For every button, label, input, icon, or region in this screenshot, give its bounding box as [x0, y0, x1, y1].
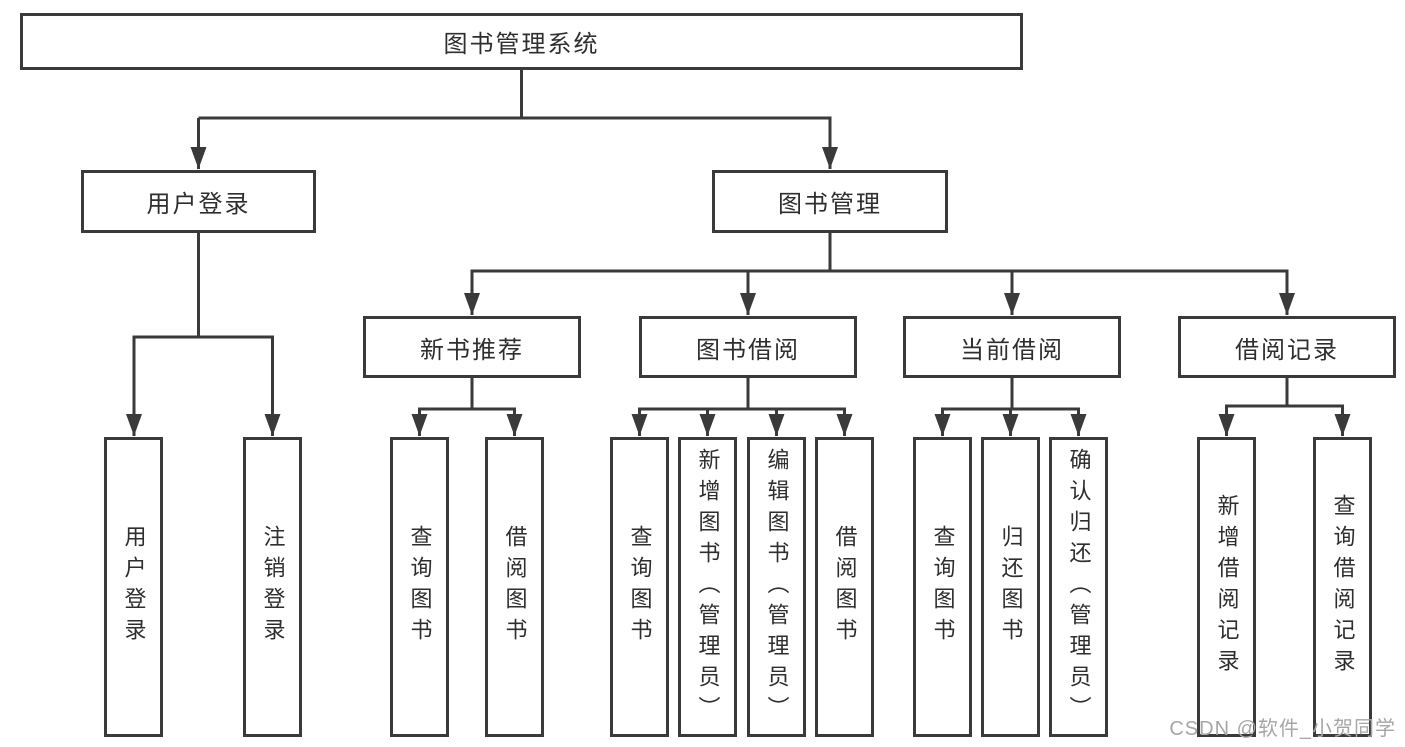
leaf-nb-query-books: 查询图书 — [390, 437, 449, 737]
leaf-user-login-label: 用户登录 — [121, 525, 147, 649]
leaf-cb-return-books: 归还图书 — [981, 437, 1040, 737]
leaf-cb-return-books-label: 归还图书 — [998, 525, 1024, 649]
node-root: 图书管理系统 — [20, 13, 1023, 70]
leaf-cb-query-books-label: 查询图书 — [930, 525, 956, 649]
node-new-book-recommend-label: 新书推荐 — [420, 336, 524, 364]
leaf-br-add-record: 新增借阅记录 — [1197, 437, 1256, 737]
edge-book-management-to-level3 — [464, 233, 1295, 315]
edge-new-book-recommend-to-leaves — [411, 378, 523, 436]
leaf-br-query-record-label: 查询借阅记录 — [1330, 494, 1356, 680]
leaf-bb-borrow-books-label: 借阅图书 — [832, 525, 858, 649]
leaf-br-query-record: 查询借阅记录 — [1313, 437, 1372, 737]
node-current-borrow: 当前借阅 — [903, 316, 1121, 378]
leaf-bb-edit-books-admin-label: 编辑图书（管理员） — [764, 447, 790, 727]
leaf-logout: 注销登录 — [243, 437, 302, 737]
leaf-bb-add-books-admin-label: 新增图书（管理员） — [695, 447, 721, 727]
leaf-logout-label: 注销登录 — [260, 525, 286, 649]
leaf-bb-query-books: 查询图书 — [610, 437, 669, 737]
leaf-cb-query-books: 查询图书 — [913, 437, 972, 737]
leaf-nb-borrow-books: 借阅图书 — [485, 437, 544, 737]
leaf-bb-edit-books-admin: 编辑图书（管理员） — [747, 437, 806, 737]
node-borrow-records-label: 借阅记录 — [1235, 336, 1339, 364]
edge-book-borrow-to-leaves — [631, 378, 853, 436]
node-borrow-records: 借阅记录 — [1178, 316, 1396, 378]
node-user-login-label: 用户登录 — [146, 191, 251, 218]
node-new-book-recommend: 新书推荐 — [363, 316, 581, 378]
node-book-borrow: 图书借阅 — [639, 316, 857, 378]
node-root-label: 图书管理系统 — [443, 31, 600, 58]
watermark: CSDN @软件_小贺同学 — [1169, 718, 1396, 740]
leaf-bb-add-books-admin: 新增图书（管理员） — [678, 437, 737, 737]
leaf-nb-borrow-books-label: 借阅图书 — [502, 525, 528, 649]
leaf-user-login: 用户登录 — [104, 437, 163, 737]
leaf-bb-query-books-label: 查询图书 — [627, 525, 653, 649]
node-current-borrow-label: 当前借阅 — [960, 336, 1064, 364]
node-user-login: 用户登录 — [81, 170, 316, 233]
edge-user-login-to-leaves — [126, 233, 281, 436]
edge-current-borrow-to-leaves — [934, 378, 1087, 436]
leaf-nb-query-books-label: 查询图书 — [407, 525, 433, 649]
node-book-management: 图书管理 — [712, 170, 948, 233]
edge-borrow-records-to-leaves — [1218, 378, 1351, 436]
edge-root-to-level2 — [190, 70, 838, 169]
leaf-bb-borrow-books: 借阅图书 — [815, 437, 874, 737]
node-book-borrow-label: 图书借阅 — [696, 336, 800, 364]
node-book-management-label: 图书管理 — [778, 191, 882, 218]
leaf-br-add-record-label: 新增借阅记录 — [1214, 494, 1240, 680]
leaf-cb-confirm-return-admin-label: 确认归还（管理员） — [1066, 447, 1092, 727]
leaf-cb-confirm-return-admin: 确认归还（管理员） — [1049, 437, 1108, 737]
